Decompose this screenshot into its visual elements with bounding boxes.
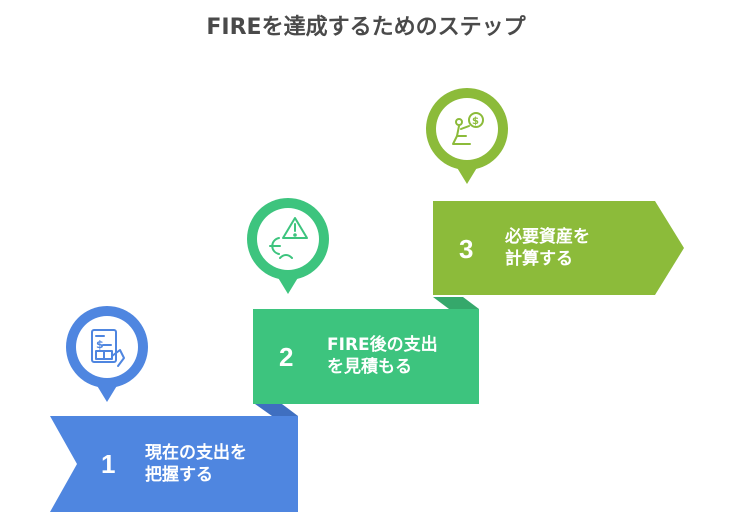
step-3-number: 3 [459,234,474,264]
step-2-fold [433,297,479,309]
svg-text:$: $ [472,116,479,127]
step-3-label-line-2: 計算する [505,249,573,269]
step-2-label-line-1: FIRE後の支出 [327,335,438,355]
svg-text:$: $ [96,338,104,351]
step-1-label: 現在の支出を 把握する [145,442,247,486]
diagram-title: FIREを達成するためのステップ [206,15,526,40]
expense-warning-icon [269,217,308,259]
person-money-icon: $ [452,112,484,145]
step-1-label-line-1: 現在の支出を [145,443,247,463]
step-2-label-line-2: を見積もる [327,357,412,377]
step-2-label: FIRE後の支出 を見積もる [327,334,438,378]
step-3-label-line-1: 必要資産を [505,227,590,247]
step-1-number: 1 [101,449,116,479]
step-1-label-line-2: 把握する [145,465,213,485]
step-3-pin [426,88,508,184]
step-1-pin [66,306,148,402]
step-1-fold [255,404,298,416]
step-2-number: 2 [279,342,294,372]
step-3-block [433,201,684,295]
budget-calculator-icon: $ [91,329,125,367]
step-3-label: 必要資産を 計算する [505,226,590,270]
step-1-block [50,416,298,512]
step-2-pin [247,198,329,294]
step-2-block [253,309,479,404]
